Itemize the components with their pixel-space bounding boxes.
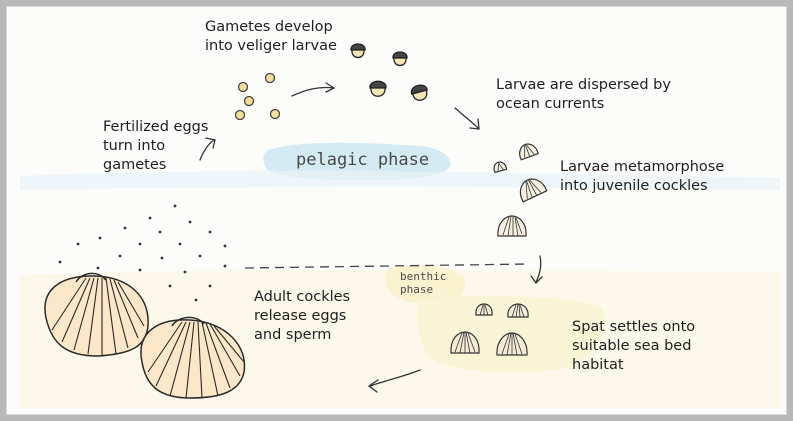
egg — [264, 72, 276, 84]
label-larvae-dispersed: Larvae are dispersed by ocean currents — [496, 77, 671, 112]
phase-boundary-line — [244, 263, 531, 269]
label-spat-settles: Spat settles onto suitable sea bed habit… — [572, 319, 696, 373]
spat — [450, 331, 480, 354]
arrow-spat-to-adults — [367, 369, 421, 393]
arrow-to-seabed — [530, 255, 543, 285]
veliger-larva — [350, 43, 366, 59]
egg — [234, 109, 246, 121]
cycle-arrows — [199, 82, 543, 393]
juvenile-cockles — [493, 143, 548, 237]
veliger-larva — [410, 84, 428, 101]
veliger-larva — [369, 80, 387, 97]
egg-cluster — [234, 72, 281, 121]
egg — [243, 95, 255, 107]
arrow-larvae-dispersed — [454, 107, 480, 130]
phase-label-pelagic: pelagic phase — [296, 150, 430, 170]
egg — [237, 81, 249, 93]
adult-cockle-right — [140, 316, 246, 399]
label-fertilized-eggs: Fertilized eggs turn into gametes — [103, 119, 209, 173]
spat — [507, 303, 529, 318]
label-adult-cockles: Adult cockles release eggs and sperm — [254, 289, 351, 343]
veliger-larvae — [350, 43, 428, 101]
phase-label-benthic: benthic phase — [400, 270, 447, 296]
arrow-eggs-to-gametes — [199, 137, 216, 161]
spat-cockles — [450, 303, 529, 356]
label-gametes-develop: Gametes develop into veliger larvae — [205, 19, 337, 54]
adult-cockle-left — [44, 272, 149, 357]
juvenile-cockle — [493, 161, 508, 174]
released-gamete-dots — [58, 204, 227, 302]
pelagic-wash — [20, 142, 780, 190]
juvenile-cockle — [519, 178, 548, 203]
juvenile-cockle — [497, 215, 527, 237]
egg — [269, 108, 281, 120]
juvenile-cockle — [519, 143, 539, 161]
veliger-larva — [392, 51, 408, 67]
arrow-eggs-to-larvae — [291, 82, 336, 97]
label-larvae-metamorphose: Larvae metamorphose into juvenile cockle… — [560, 159, 725, 194]
spat — [475, 303, 493, 316]
spat — [496, 332, 528, 356]
